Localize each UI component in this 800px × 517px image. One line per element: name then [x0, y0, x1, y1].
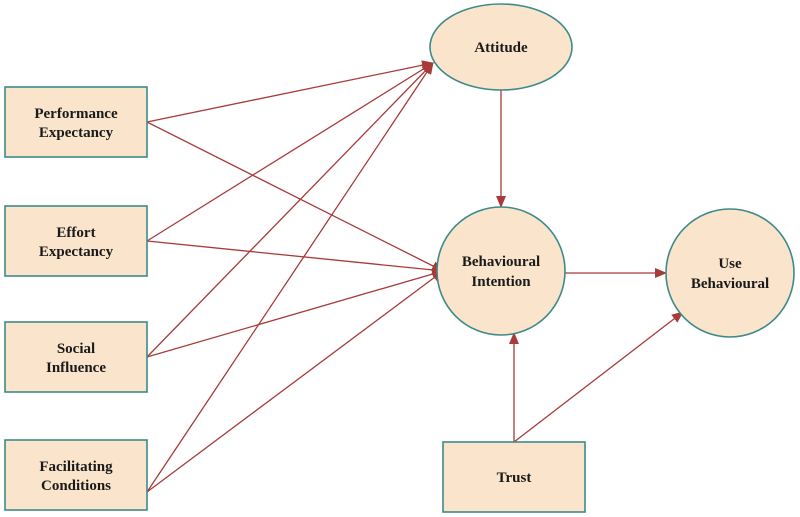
node-label-line: Conditions	[41, 478, 111, 494]
arrow-effort-expectancy-to-attitude	[146, 62, 434, 242]
arrow-effort-expectancy-to-behavioural-intention	[146, 240, 444, 275]
arrow-facilitating-conditions-to-behavioural-intention	[146, 270, 444, 493]
arrow-performance-expectancy-to-attitude	[146, 60, 434, 123]
node-label-line: Behavioural	[691, 276, 769, 292]
node-label-line: Expectancy	[39, 244, 114, 260]
node-behavioural-intention: Behavioural Intention	[436, 206, 566, 336]
arrows-layer	[146, 60, 684, 493]
node-label-line: Intention	[471, 274, 531, 290]
node-label-line: Social	[57, 341, 95, 357]
arrow-social-influence-to-behavioural-intention	[146, 269, 444, 358]
node-label-line: Trust	[497, 470, 532, 486]
node-label-line: Use	[718, 256, 742, 272]
arrow-trust-to-use-behavioural	[513, 311, 684, 443]
arrow-performance-expectancy-to-behavioural-intention	[146, 121, 444, 272]
arrow-facilitating-conditions-to-attitude	[146, 62, 434, 493]
node-performance-expectancy: Performance Expectancy	[4, 86, 148, 158]
node-label-line: Influence	[46, 360, 106, 376]
node-social-influence: Social Influence	[4, 321, 148, 393]
arrow-social-influence-to-attitude	[146, 62, 434, 358]
node-use-behavioural: Use Behavioural	[665, 208, 795, 338]
node-label-line: Facilitating	[39, 459, 113, 475]
node-label-line: Behavioural	[462, 254, 540, 270]
node-label-line: Effort	[56, 225, 95, 241]
node-attitude: Attitude	[429, 3, 573, 91]
node-label-line: Attitude	[474, 40, 528, 56]
node-effort-expectancy: Effort Expectancy	[4, 205, 148, 277]
node-label-line: Performance	[34, 106, 118, 122]
node-label-line: Expectancy	[39, 125, 114, 141]
node-trust: Trust	[442, 441, 586, 513]
node-facilitating-conditions: Facilitating Conditions	[4, 439, 148, 511]
